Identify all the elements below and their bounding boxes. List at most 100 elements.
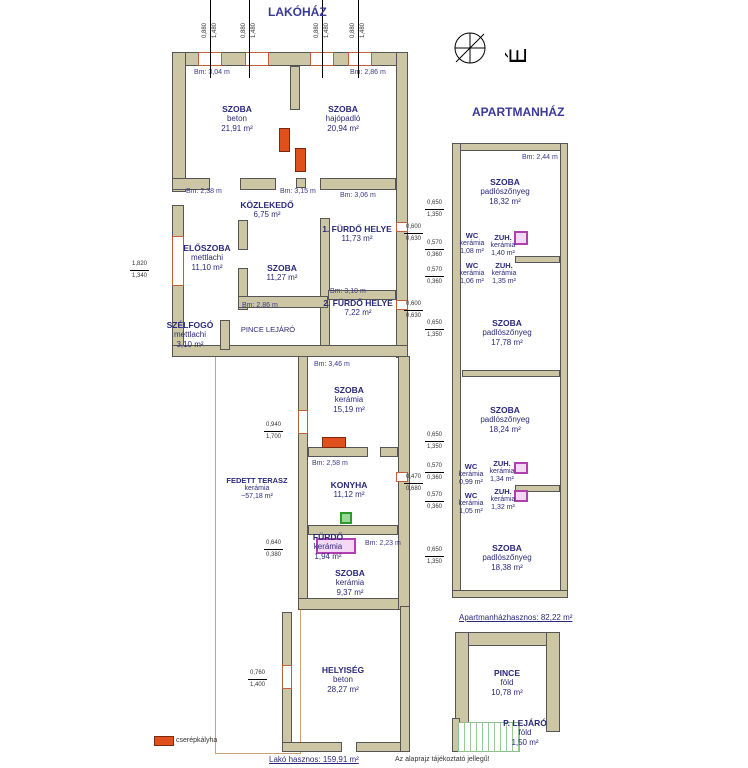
room-area: 3,10 m² (176, 340, 204, 349)
window-sill-height: 0,470 (404, 472, 424, 484)
room-floor: padlószőnyeg (480, 187, 530, 196)
wall (515, 485, 560, 492)
tile-stove (295, 148, 306, 172)
window-height: 1,350 (427, 212, 443, 218)
window-height: 1,480 (212, 22, 218, 38)
dimension-line (322, 0, 323, 78)
room-name: PINCE (494, 668, 520, 678)
window-height: 1,340 (132, 273, 148, 279)
room-name: WC (464, 462, 478, 471)
room-name: FEDETT TERASZ (226, 476, 288, 485)
room-area: 7,22 m² (344, 308, 372, 317)
room-floor: kerámia (334, 395, 364, 404)
room-area: 0,99 m² (459, 479, 483, 486)
stove-legend-swatch (154, 736, 174, 746)
window-sill-height: 0,880 (314, 22, 320, 38)
room-floor: föld (500, 678, 514, 687)
window-sill-height: 0,570 (425, 265, 445, 277)
room-name: WC (464, 491, 478, 500)
shower-fixture (514, 231, 528, 245)
room-area: 1,32 m² (491, 504, 515, 511)
window-sill-height: 0,650 (425, 545, 445, 557)
room-name: SZÉLFOGÓ (166, 320, 214, 330)
wall (380, 447, 398, 457)
window-height: 0,360 (427, 475, 443, 481)
wall (290, 66, 300, 110)
ceiling-height: Bm: 3,15 m (280, 188, 316, 195)
room-name: SZOBA (490, 177, 520, 187)
wall (296, 178, 306, 188)
room-floor: beton (332, 675, 354, 684)
window-sill-height: 0,640 (264, 538, 284, 550)
room-name: P. LEJÁRÓ (503, 718, 547, 728)
room-floor: kerámia (489, 468, 515, 475)
room-floor: kerámia (490, 496, 516, 503)
tile-stove (322, 437, 346, 448)
window (396, 222, 408, 232)
room-area: 1,50 m² (511, 738, 539, 747)
window-height: 1,350 (427, 332, 443, 338)
room-area: 18,24 m² (489, 425, 521, 434)
room-name: SZOBA (490, 405, 520, 415)
ceiling-height: Bm: 3,46 m (314, 361, 350, 368)
room-area: 1,94 m² (314, 552, 342, 561)
room-name: SZOBA (492, 543, 522, 553)
stove-legend-label: cserépkályha (176, 737, 218, 744)
dimension-line (249, 0, 250, 78)
room-floor: padlószőnyeg (482, 328, 532, 337)
room-name: SZOBA (222, 104, 252, 114)
wall (328, 290, 396, 300)
room-area: 11,73 m² (341, 234, 373, 243)
window-height: 1,480 (360, 22, 366, 38)
ceiling-height: Bm: 2,44 m (522, 154, 558, 161)
window-sill-height: 0,650 (425, 430, 445, 442)
room-area: 6,75 m² (253, 210, 281, 219)
room-area: ~57,18 m² (241, 493, 273, 500)
window-sill-height: 0,570 (425, 461, 445, 473)
room-name: ZUH. (493, 459, 511, 468)
room-floor: padlószőnyeg (480, 415, 530, 424)
wall (452, 143, 568, 151)
window-height: 1,700 (266, 434, 282, 440)
window-height: 1,400 (250, 682, 266, 688)
room-name: SZOBA (328, 104, 358, 114)
room-area: 9,37 m² (336, 588, 364, 597)
room-name: 2. FÜRDŐ HELYE (323, 298, 393, 308)
room-floor: kerámia (244, 485, 270, 492)
wall (298, 598, 410, 610)
room-area: 20,94 m² (327, 124, 359, 133)
wall (172, 178, 210, 190)
window-sill-height: 0,650 (425, 198, 445, 210)
wall (560, 143, 568, 598)
room-name: ZUH. (494, 233, 512, 242)
window-height: 1,350 (427, 559, 443, 565)
room-name: 1. FÜRDŐ HELYE (322, 224, 392, 234)
room-floor: beton (226, 114, 248, 123)
room-floor: kerámia (313, 542, 343, 551)
room-area: 1,05 m² (459, 508, 483, 515)
wall (452, 590, 568, 598)
apartment-title: APARTMANHÁZ (472, 105, 565, 119)
room-label: PINCE LEJÁRÓ (241, 326, 295, 334)
room-area: 10,78 m² (491, 688, 523, 697)
room-floor: kerámia (491, 270, 517, 277)
room-area: 15,19 m² (333, 405, 365, 414)
